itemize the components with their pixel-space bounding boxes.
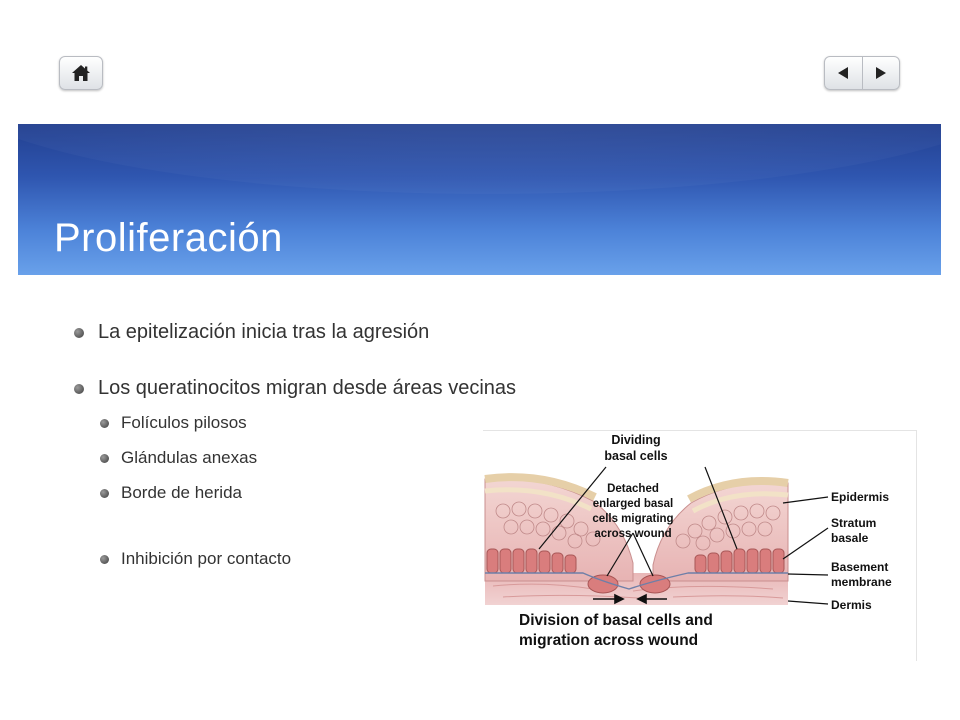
prev-next-buttons: [824, 56, 900, 90]
label-enlarged-basal: enlarged basal: [593, 498, 674, 510]
label-dermis: Dermis: [831, 598, 872, 612]
bullet-item: La epitelización inicia tras la agresión: [74, 321, 429, 344]
sub-bullet-text: Borde de herida: [121, 483, 242, 502]
sub-bullet-text: Glándulas anexas: [121, 448, 258, 467]
bullet-dot-icon: [74, 327, 84, 338]
sub-bullet-text: Inhibición por contacto: [121, 549, 292, 568]
right-basal-cells: [694, 548, 785, 574]
migration-arrows: [593, 593, 667, 605]
label-basement: Basement: [831, 560, 888, 574]
slide-title: Proliferación: [54, 216, 283, 260]
label-cells-migrating: cells migrating: [592, 513, 673, 525]
label-membrane: membrane: [831, 575, 892, 589]
bullet-dot-icon: [100, 453, 109, 463]
label-dividing: Dividing: [611, 433, 660, 447]
wound-healing-figure: Dividing basal cells Detached enlarged b…: [483, 430, 917, 661]
bullet-dot-icon: [100, 554, 109, 564]
home-icon: [72, 65, 90, 81]
title-band: Proliferación: [18, 124, 941, 275]
sub-bullet-item: Glándulas anexas: [100, 448, 257, 468]
home-button[interactable]: [59, 56, 103, 90]
bullet-dot-icon: [100, 418, 109, 428]
sub-bullet-text: Folículos pilosos: [121, 413, 247, 432]
migrating-cell-left: [587, 574, 619, 594]
bullet-item: Los queratinocitos migran desde áreas ve…: [74, 377, 516, 400]
label-basale: basale: [831, 531, 869, 545]
label-detached: Detached: [607, 483, 659, 495]
prev-slide-button[interactable]: [825, 57, 862, 89]
label-stratum: Stratum: [831, 516, 876, 530]
bullet-dot-icon: [74, 383, 84, 394]
label-basal-cells: basal cells: [604, 449, 667, 463]
bullet-dot-icon: [100, 488, 109, 498]
triangle-left-icon: [838, 67, 849, 79]
bullet-text: Los queratinocitos migran desde áreas ve…: [98, 377, 517, 399]
wound-illustration: Dividing basal cells Detached enlarged b…: [484, 433, 892, 649]
caption-line-1: Division of basal cells and: [519, 612, 713, 629]
caption-line-2: migration across wound: [519, 632, 698, 649]
sub-bullet-item: Inhibición por contacto: [100, 549, 291, 569]
label-epidermis: Epidermis: [831, 490, 889, 504]
next-slide-button[interactable]: [861, 57, 900, 89]
title-band-gloss: [18, 124, 941, 194]
sub-bullet-item: Folículos pilosos: [100, 413, 247, 433]
bullet-text: La epitelización inicia tras la agresión: [98, 321, 430, 343]
sub-bullet-item: Borde de herida: [100, 483, 242, 503]
triangle-right-icon: [875, 67, 886, 79]
basement-membrane: [485, 572, 788, 590]
label-across-wound: across wound: [594, 528, 671, 540]
